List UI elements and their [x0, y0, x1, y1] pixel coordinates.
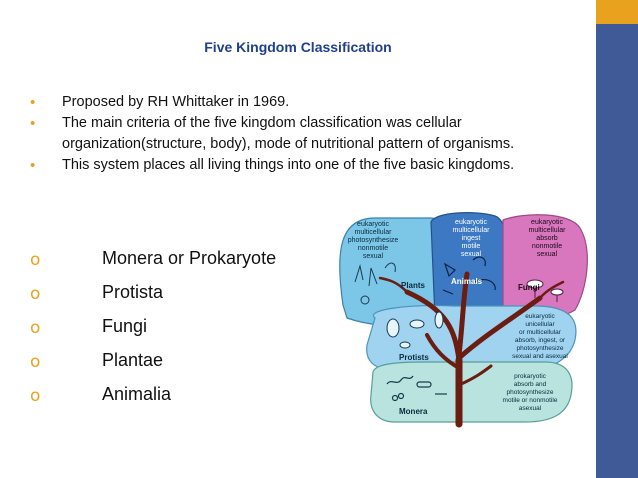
monera-desc-line: motile or nonmotile: [503, 397, 558, 404]
protists-desc-line: unicellular: [525, 321, 555, 328]
fungi-label: Fungi: [518, 283, 540, 292]
fungi-desc-line: absorb: [536, 235, 558, 242]
five-kingdom-diagram: eukaryotic multicellular photosynthesize…: [339, 212, 588, 428]
monera-lobe: [370, 361, 573, 423]
fungi-desc-line: multicellular: [529, 227, 567, 234]
protists-desc-line: or multicellular: [519, 329, 562, 336]
monera-description: prokaryotic absorb and photosynthesize m…: [503, 373, 558, 412]
protist-illustrations: [386, 311, 444, 349]
circle-bullet-icon: o: [30, 386, 41, 406]
kingdom-label: Animalia: [102, 384, 172, 404]
bullet-text: Proposed by RH Whittaker in 1969.: [62, 94, 290, 110]
accent-block: [596, 0, 638, 24]
kingdom-label: Monera or Prokaryote: [102, 248, 277, 268]
bullet-dot-icon: •: [30, 94, 36, 111]
plant-illustrations: [354, 262, 396, 305]
fungi-desc-line: sexual: [537, 251, 558, 258]
plants-desc-line: nonmotile: [358, 245, 388, 252]
monera-desc-line: prokaryotic: [514, 373, 547, 380]
bullet-list: • Proposed by RH Whittaker in 1969. • The …: [30, 92, 550, 176]
circle-bullet-icon: o: [30, 284, 41, 304]
protists-desc-line: photosynthesize: [517, 345, 564, 352]
plants-label: Plants: [401, 281, 426, 290]
bullet-item: • Proposed by RH Whittaker in 1969.: [30, 92, 550, 113]
plants-desc-line: photosynthesize: [348, 237, 399, 244]
animals-label: Animals: [451, 277, 483, 286]
kingdom-label: Fungi: [102, 316, 148, 336]
plants-desc-line: multicellular: [355, 229, 393, 236]
animal-illustrations: [442, 256, 496, 295]
fungi-illustrations: [526, 279, 564, 302]
phylogeny-tree: [378, 271, 565, 428]
plants-desc-line: eukaryotic: [357, 221, 389, 228]
kingdom-item: o Fungi: [30, 316, 276, 350]
circle-bullet-icon: o: [30, 318, 41, 338]
bullet-text: This system places all living things int…: [62, 157, 515, 173]
monera-desc-line: photosynthesize: [507, 389, 554, 396]
animals-desc-line: motile: [462, 243, 481, 250]
monera-desc-line: asexual: [519, 405, 542, 412]
sidebar-decoration: [596, 0, 638, 478]
bullet-item: • This system places all living things in…: [30, 155, 550, 176]
protists-label: Protists: [399, 353, 429, 362]
kingdom-item: o Protista: [30, 282, 276, 316]
kingdom-label: Plantae: [102, 350, 164, 370]
plants-description: eukaryotic multicellular photosynthesize…: [348, 221, 399, 260]
protists-description: eukaryotic unicellular or multicellular …: [512, 313, 568, 360]
circle-bullet-icon: o: [30, 250, 41, 270]
animals-desc-line: eukaryotic: [455, 219, 487, 226]
monera-desc-line: absorb and: [514, 381, 547, 388]
bullet-dot-icon: •: [30, 157, 36, 174]
fungi-desc-line: eukaryotic: [531, 219, 563, 226]
animals-description: eukaryotic multicellular ingest motile s…: [453, 219, 491, 258]
kingdom-label: Protista: [102, 282, 164, 302]
protists-desc-line: absorb, ingest, or: [515, 337, 566, 344]
kingdom-item: o Monera or Prokaryote: [30, 248, 276, 282]
slide-title: Five Kingdom Classification: [204, 39, 392, 55]
bullet-item: • The main criteria of the five kingdom c…: [30, 113, 550, 155]
protists-desc-line: eukaryotic: [525, 313, 555, 320]
monera-label: Monera: [399, 407, 428, 416]
animals-desc-line: multicellular: [453, 227, 491, 234]
fungi-desc-line: nonmotile: [532, 243, 562, 250]
bullet-text: The main criteria of the five kingdom cl…: [62, 115, 515, 152]
animals-desc-line: sexual: [461, 251, 482, 258]
kingdom-item: o Plantae: [30, 350, 276, 384]
bullet-dot-icon: •: [30, 115, 36, 132]
fungi-description: eukaryotic multicellular absorb nonmotil…: [529, 219, 567, 258]
animals-desc-line: ingest: [462, 235, 481, 242]
circle-bullet-icon: o: [30, 352, 41, 372]
plants-desc-line: sexual: [363, 253, 384, 260]
monera-illustrations: [386, 375, 447, 402]
kingdom-item: o Animalia: [30, 384, 276, 418]
protists-desc-line: sexual and asexual: [512, 353, 568, 360]
